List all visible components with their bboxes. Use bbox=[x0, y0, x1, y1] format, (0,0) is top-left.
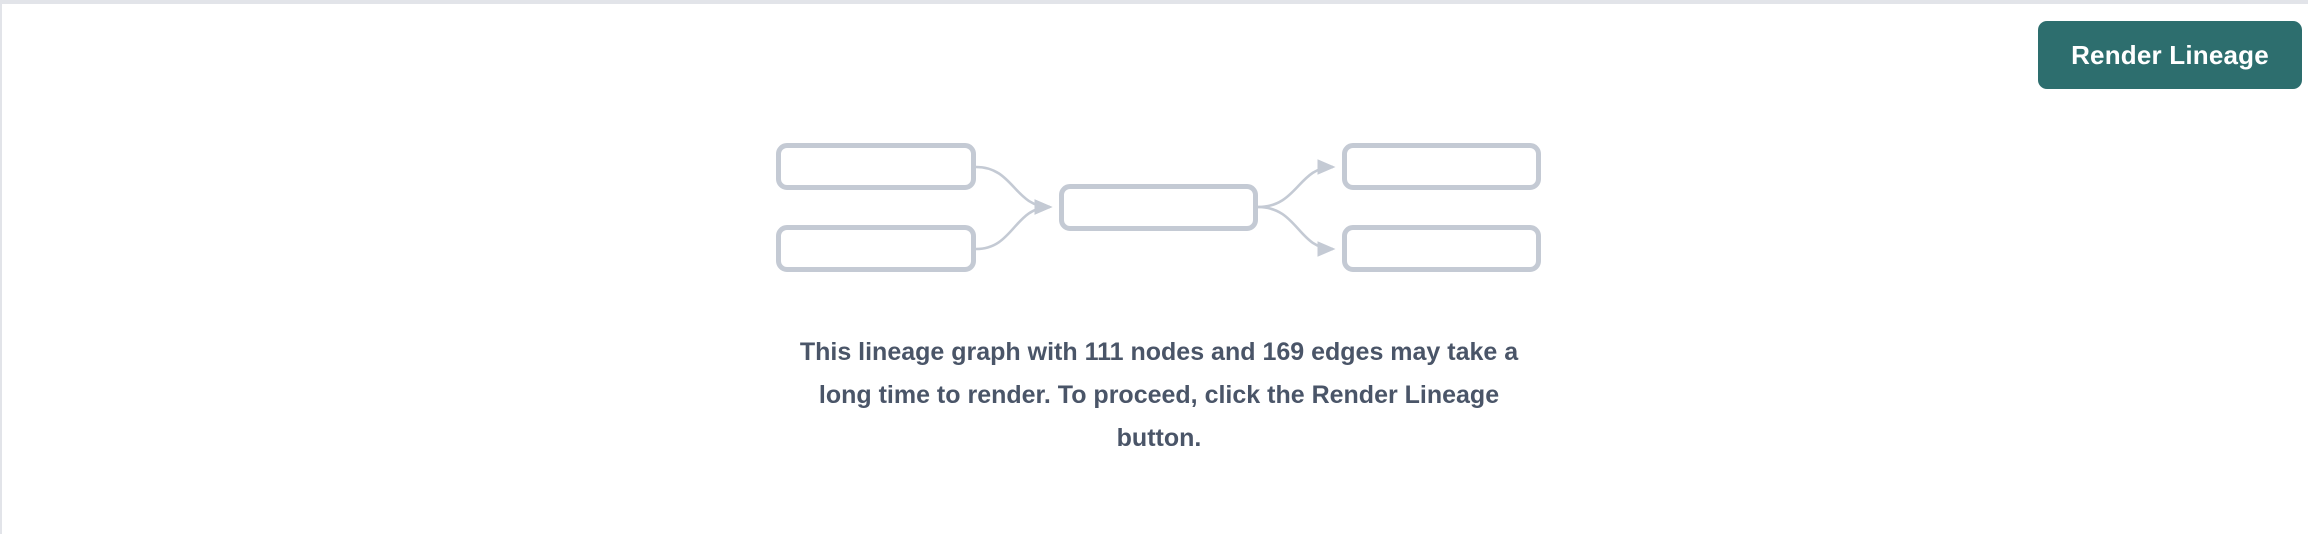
graph-node-target-a bbox=[1342, 143, 1541, 190]
lineage-warning-message: This lineage graph with 111 nodes and 16… bbox=[799, 338, 1519, 452]
render-lineage-button[interactable]: Render Lineage bbox=[2038, 21, 2302, 89]
graph-node-source-b bbox=[776, 225, 976, 272]
graph-edge-source-b-center bbox=[975, 199, 1053, 251]
graph-edge-source-a-center bbox=[975, 165, 1053, 215]
graph-node-center bbox=[1059, 184, 1258, 231]
graph-node-source-a bbox=[776, 143, 976, 190]
graph-node-target-b bbox=[1342, 225, 1541, 272]
graph-edge-center-target-b bbox=[1257, 205, 1336, 257]
graph-edge-center-target-a bbox=[1257, 159, 1336, 209]
